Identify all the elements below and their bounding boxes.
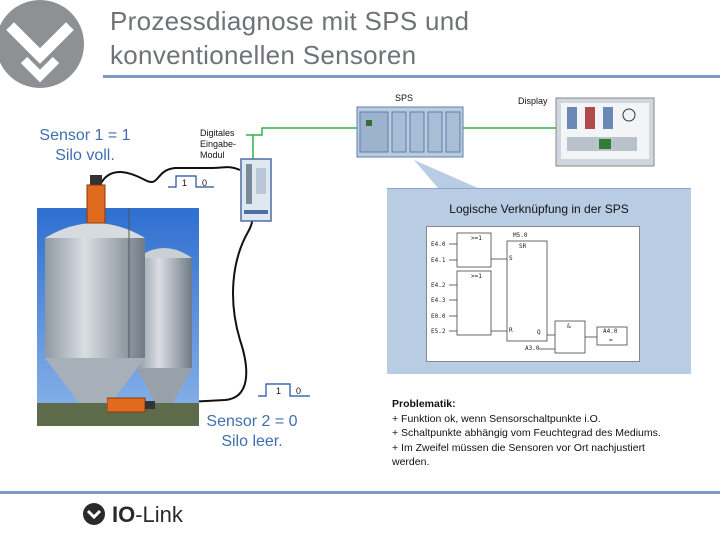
fbd-sr-set: S [509,255,513,262]
io-link-logo-mark [0,0,84,88]
fbd-sr-name: M5.0 [513,232,528,239]
page-title: Prozessdiagnose mit SPS und konventionel… [110,4,710,72]
fbd-sr-label: SR [519,243,527,250]
fbd-input: E0.0 [431,313,446,320]
fbd-output-symbol: = [609,337,613,344]
callout-pointer [414,160,478,188]
brand-link: -Link [135,502,183,527]
fbd-and-input: A3.0 [525,345,540,352]
problem-item: + Im Zweifel müssen die Sensoren vor Ort… [392,441,645,454]
io-link-icon [83,503,105,525]
fbd-output-name: A4.0 [603,328,618,335]
sensor2-meaning: Silo leer. [221,433,283,450]
sensor1-cable [99,166,241,186]
problem-notes: Problematik: + Funktion ok, wenn Sensors… [392,397,712,470]
fbd-input: E4.3 [431,297,446,304]
problem-title: Problematik: [392,398,456,410]
callout-title: Logische Verknüpfung in der SPS [449,202,629,216]
sensor1-label: Sensor 1 = 1 Silo voll. [24,126,146,166]
problem-item: + Schaltpunkte abhängig vom Feuchtegrad … [392,427,661,439]
module-label-line-1: Digitales [200,128,235,138]
module-label-line-2: Eingabe- [200,139,237,149]
module-label-line-3: Modul [200,150,225,160]
fbd-input: E4.0 [431,241,446,248]
problem-item: werden. [392,456,430,468]
signal1-low: 0 [202,178,208,188]
fbd-input: E4.1 [431,257,446,264]
signal2-high: 1 [276,386,282,396]
sensor1-state: Sensor 1 = 1 [39,127,131,144]
sensor1-meaning: Silo voll. [55,147,115,164]
signal1-waveform [168,175,214,188]
function-block-diagram: E4.0 E4.1 E4.2 E4.3 E0.0 E5.2 >=1 >=1 M5… [426,226,640,362]
signal1-high: 1 [182,178,188,188]
sps-plc-device [356,106,464,158]
sensor2-device [107,397,155,413]
sensor2-label: Sensor 2 = 0 Silo leer. [190,412,314,452]
fbd-input: E4.2 [431,282,446,289]
network-line-module-sps [246,127,380,136]
fbd-sr-reset: R [509,327,513,334]
footer-divider [0,491,720,494]
title-divider [103,75,720,78]
display-label: Display [518,96,548,106]
sps-label: SPS [395,93,414,103]
fbd-input: E5.2 [431,328,446,335]
fbd-sr-q: Q [537,329,541,336]
input-module-label: Digitales Eingabe- Modul [200,128,250,161]
silo-photo [37,208,199,426]
fbd-or-gate-1: >=1 [471,235,482,242]
title-line-1: Prozessdiagnose mit SPS und [110,6,470,36]
title-line-2: konventionellen Sensoren [110,40,417,70]
problem-item: + Funktion ok, wenn Sensorschaltpunkte i… [392,412,601,425]
hmi-display [555,97,655,167]
brand-io: IO [112,502,136,527]
signal2-low: 0 [296,386,302,396]
fbd-lines [449,232,628,354]
input-module-device [240,158,272,222]
io-link-wordmark: IO-Link [112,502,183,528]
fbd-or-gate-2: >=1 [471,273,482,280]
fbd-and-gate: & [567,323,571,330]
sensor2-state: Sensor 2 = 0 [206,413,298,430]
sensor1-device [86,175,106,224]
signal2-waveform [258,383,310,397]
